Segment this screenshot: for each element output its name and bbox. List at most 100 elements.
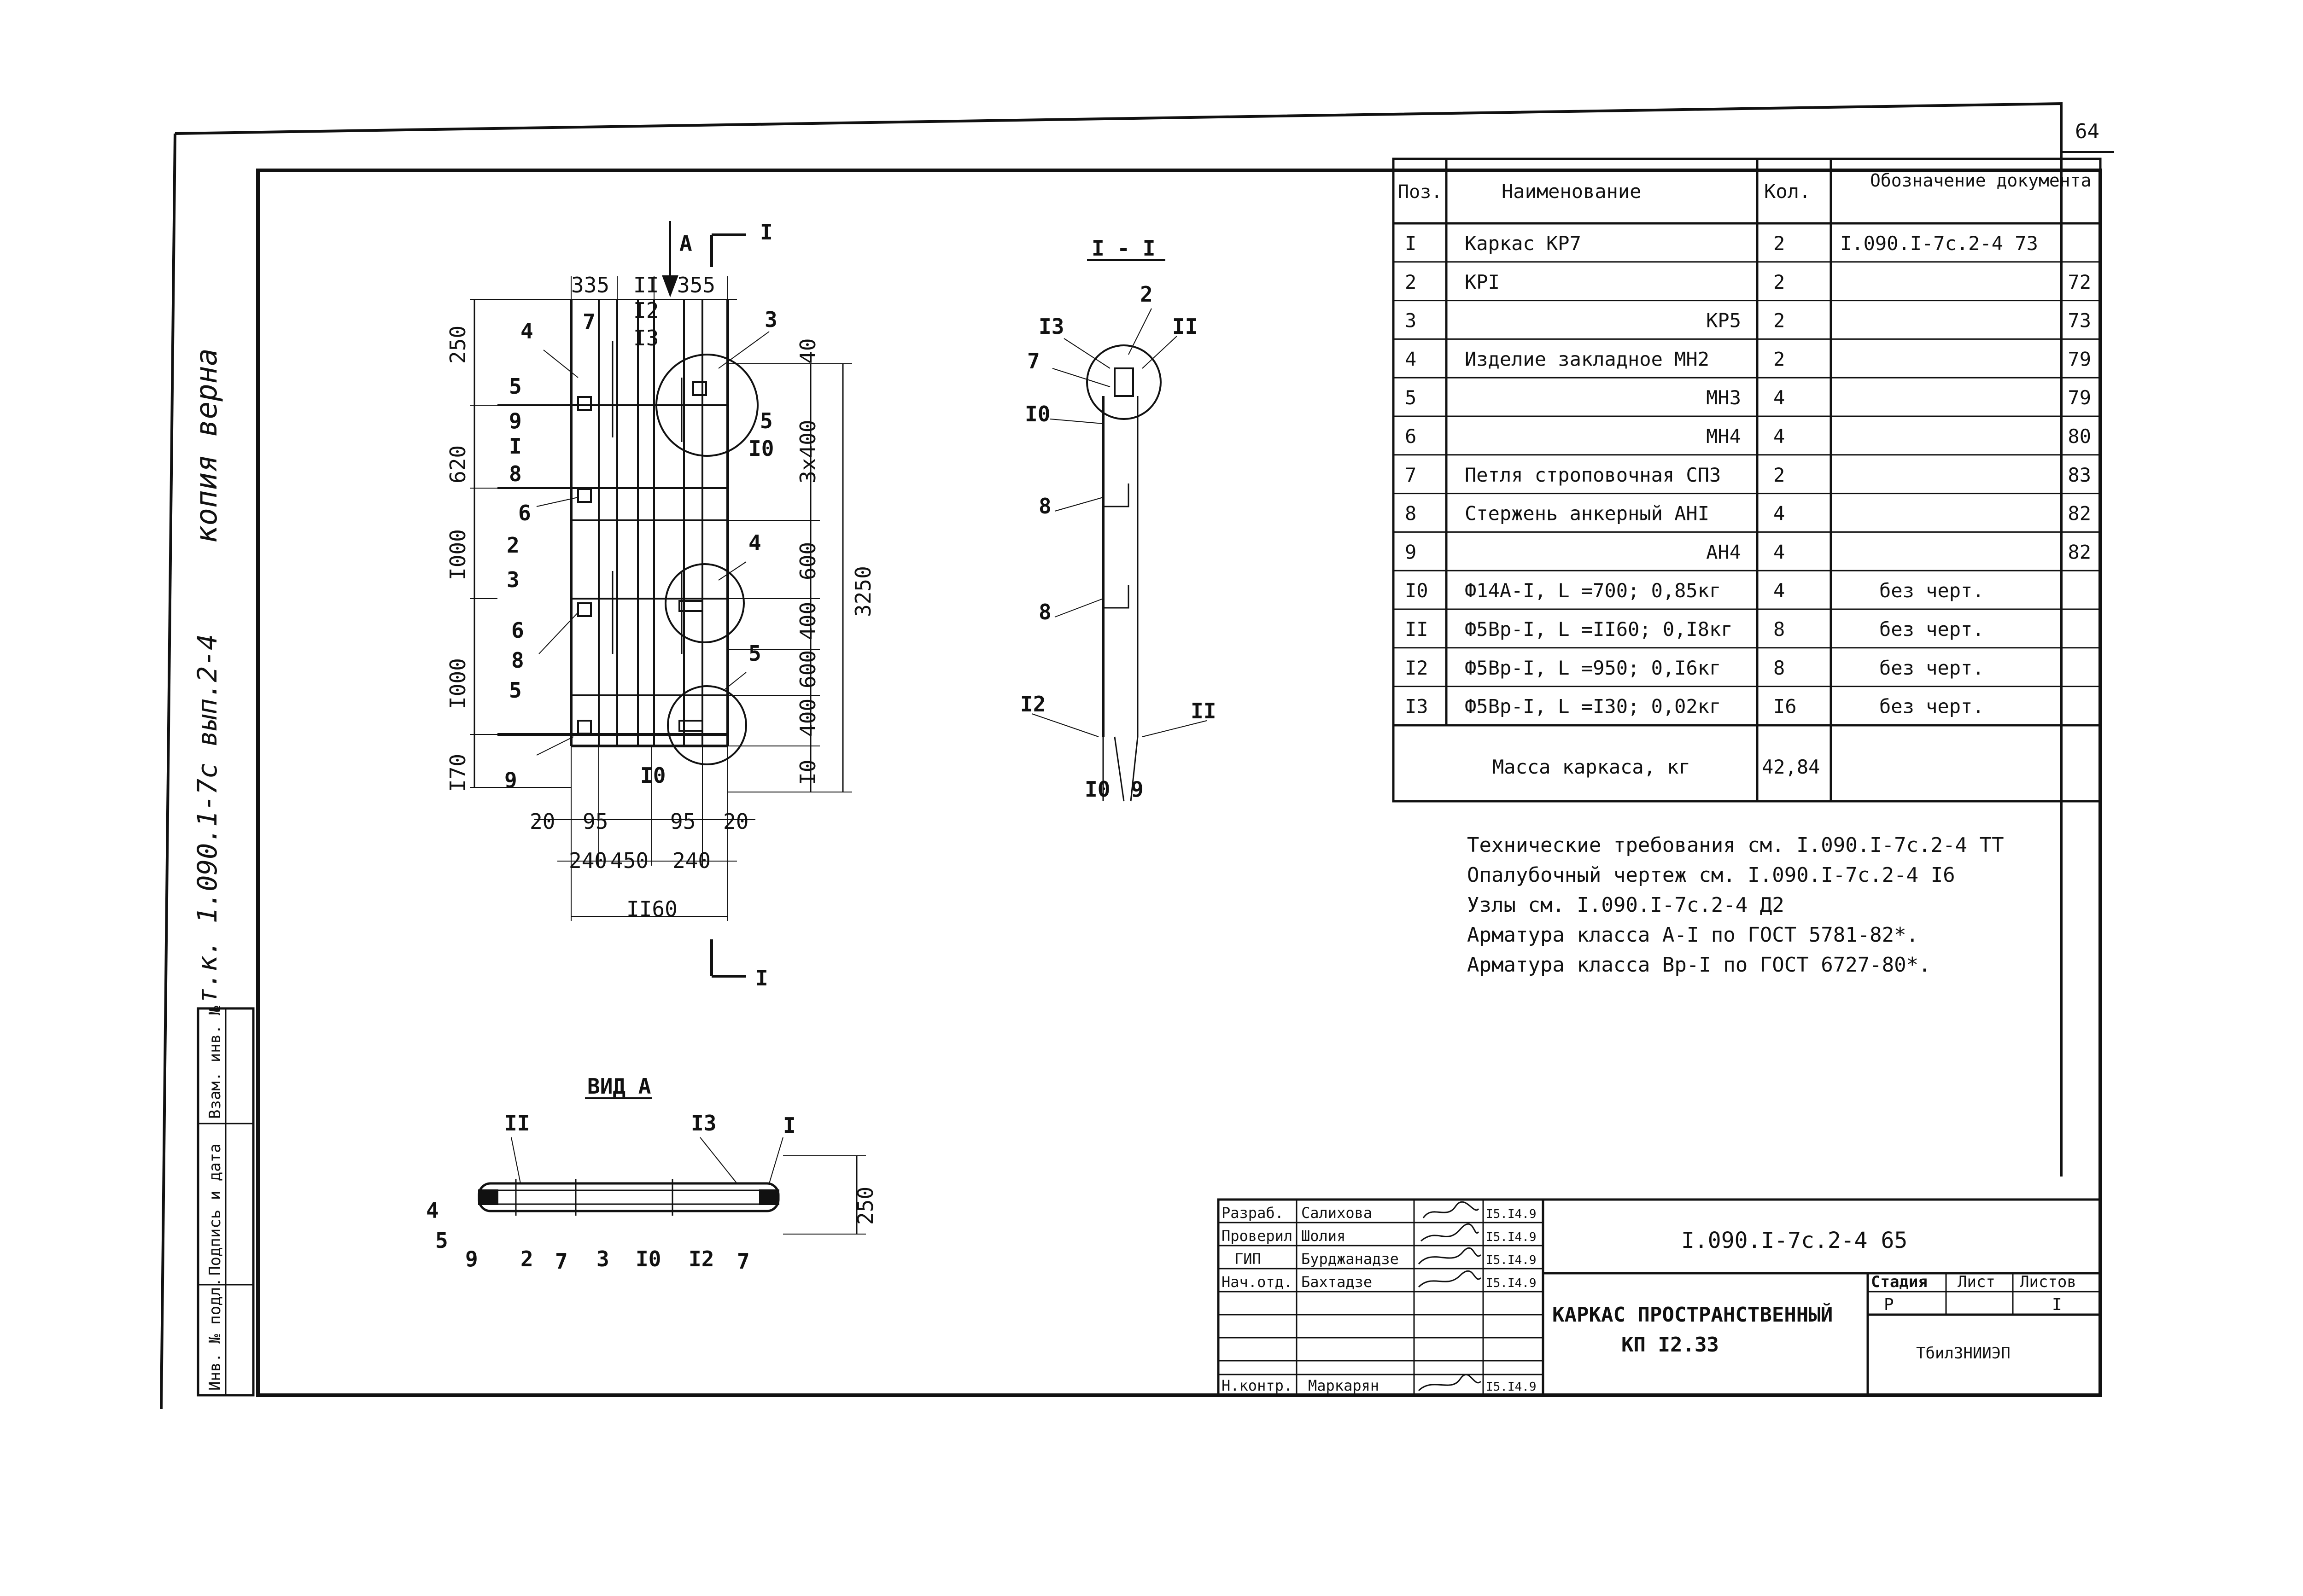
sec-label-2: 2 <box>1140 282 1153 307</box>
role-norm-control: Н.контр. <box>1222 1377 1292 1394</box>
drawing-title-line1: КАРКАС ПРОСТРАНСТВЕННЫЙ <box>1552 1302 1833 1327</box>
note-3: Узлы см. I.090.I-7с.2-4 Д2 <box>1467 893 1784 917</box>
dim-right-600a: 600 <box>795 542 820 580</box>
stamp-replaced-inv: Взам. инв. № <box>206 1006 224 1119</box>
spec-header-doc-text: Обозначение документа <box>1870 170 2091 191</box>
label-pos-7: 7 <box>583 309 596 334</box>
date-dept-head: I5.I4.9 <box>1486 1276 1537 1290</box>
view-a-label-5: 5 <box>435 1228 448 1253</box>
spec-cell-name: АН4 <box>1706 541 1741 563</box>
view-a-labels: ВИД А II I3 I 4 5 9 2 7 3 I0 I2 7 250 <box>426 1074 878 1274</box>
label-pos-8b: 8 <box>511 648 524 673</box>
date-developer: I5.I4.9 <box>1486 1207 1537 1221</box>
spec-cell-doc: 82 <box>2068 502 2091 525</box>
spec-cell-doc: 83 <box>2068 464 2091 486</box>
dim-left-170: I70 <box>445 754 470 792</box>
sec-label-13: I3 <box>1039 314 1064 339</box>
sheet-header: Лист <box>1958 1273 1995 1291</box>
spec-cell-doc: 73 <box>2068 309 2091 332</box>
spec-cell-pos: 2 <box>1405 271 1416 293</box>
spec-cell-doc: без черт. <box>1879 657 1984 679</box>
role-developer: Разраб. <box>1222 1204 1284 1222</box>
role-chief-engineer: ГИП <box>1234 1250 1261 1268</box>
role-dept-head: Нач.отд. <box>1222 1273 1292 1291</box>
dim-right-10: I0 <box>795 760 820 785</box>
view-a-title: ВИД А <box>587 1074 651 1099</box>
label-pos-2: 2 <box>507 533 520 558</box>
note-5: Арматура класса Вр-I по ГОСТ 6727-80*. <box>1467 953 1931 977</box>
date-checker: I5.I4.9 <box>1486 1230 1537 1244</box>
spec-cell-qty: 4 <box>1773 425 1785 448</box>
dim-bottom-95a: 95 <box>583 809 608 834</box>
spec-cell-qty: 8 <box>1773 657 1785 679</box>
document-designation: I.090.I-7с.2-4 65 <box>1681 1228 1907 1253</box>
view-a <box>478 1097 866 1235</box>
spec-cell-pos: 5 <box>1405 386 1416 409</box>
view-a-label-1: I <box>783 1113 796 1138</box>
label-pos-6b: 6 <box>511 618 524 643</box>
name-dept-head: Бахтадзе <box>1301 1273 1372 1291</box>
mass-value: 42,84 <box>1762 756 1820 778</box>
stamp-signature-date: Подпись и дата <box>206 1143 224 1276</box>
dim-right-400b: 400 <box>795 699 820 737</box>
spec-header-qty: Кол. <box>1764 180 1811 203</box>
label-pos-4-right: 4 <box>748 530 761 555</box>
spec-header-pos: Поз. <box>1398 181 1442 203</box>
label-pos-3-right: 3 <box>765 307 777 332</box>
view-a-label-9: 9 <box>465 1247 478 1271</box>
notes: Технические требования см. I.090.I-7с.2-… <box>1467 833 2004 977</box>
album-reference: т.к. 1.090.1-7с вып.2-4 <box>192 634 223 1004</box>
view-a-arrow-label: А <box>679 231 692 256</box>
label-pos-5-right-a: 5 <box>760 408 773 433</box>
spec-cell-name: Ф5Вр-I, L =II60; 0,I8кг <box>1465 618 1733 641</box>
sheet-number: 64 <box>2075 120 2099 143</box>
spec-cell-pos: 7 <box>1405 464 1416 486</box>
dim-top-335: 335 <box>571 273 609 297</box>
spec-cell-name: МН4 <box>1706 425 1741 448</box>
spec-cell-name: Ф5Вр-I, L =I30; 0,02кг <box>1465 695 1721 718</box>
dim-top-355: 355 <box>677 273 715 297</box>
role-checker: Проверил <box>1222 1227 1292 1245</box>
dim-bottom-95b: 95 <box>670 809 696 834</box>
spec-cell-qty: 2 <box>1773 464 1785 486</box>
copy-note: копия верна <box>190 348 224 543</box>
sec-label-11-bottom: II <box>1191 699 1216 723</box>
cut-mark-top: I <box>760 220 773 245</box>
top-stack-i3: I3 <box>633 326 659 350</box>
spec-cell-pos: I2 <box>1405 657 1428 679</box>
date-norm-control: I5.I4.9 <box>1486 1380 1537 1394</box>
spec-cell-doc: 79 <box>2068 348 2091 370</box>
spec-cell-qty: 2 <box>1773 232 1785 255</box>
drawing-title-line2: КП I2.33 <box>1621 1333 1719 1357</box>
spec-cell-doc: 72 <box>2068 271 2091 293</box>
spec-cell-pos: I0 <box>1405 579 1428 602</box>
sec-label-9: 9 <box>1131 777 1144 802</box>
spec-cell-name: Каркас КР7 <box>1465 232 1581 255</box>
spec-cell-doc: 79 <box>2068 386 2091 409</box>
dim-right-400a: 400 <box>795 602 820 640</box>
note-1: Технические требования см. I.090.I-7с.2-… <box>1467 833 2004 857</box>
label-pos-5a: 5 <box>509 374 522 399</box>
top-stack-i2: I2 <box>633 298 659 323</box>
dim-total-height: 3250 <box>851 566 876 617</box>
label-pos-10-right: I0 <box>748 436 774 461</box>
spec-cell-pos: 4 <box>1405 348 1416 370</box>
dim-left-250: 250 <box>445 326 470 364</box>
dim-right-3x400: 3х400 <box>795 420 820 483</box>
stage-value: Р <box>1884 1295 1894 1314</box>
label-pos-10-bottom: I0 <box>640 763 666 788</box>
dim-bottom-240a: 240 <box>569 848 607 873</box>
spec-cell-qty: 2 <box>1773 348 1785 370</box>
spec-cell-name: КР5 <box>1706 309 1741 332</box>
dim-total-width: II60 <box>626 897 678 921</box>
signatures <box>1418 1201 1482 1392</box>
label-pos-4: 4 <box>520 319 533 344</box>
dim-bottom-450: 450 <box>610 848 649 873</box>
dim-top-ii: II <box>633 273 659 297</box>
spec-cell-name: Изделие закладное МН2 <box>1465 348 1709 370</box>
